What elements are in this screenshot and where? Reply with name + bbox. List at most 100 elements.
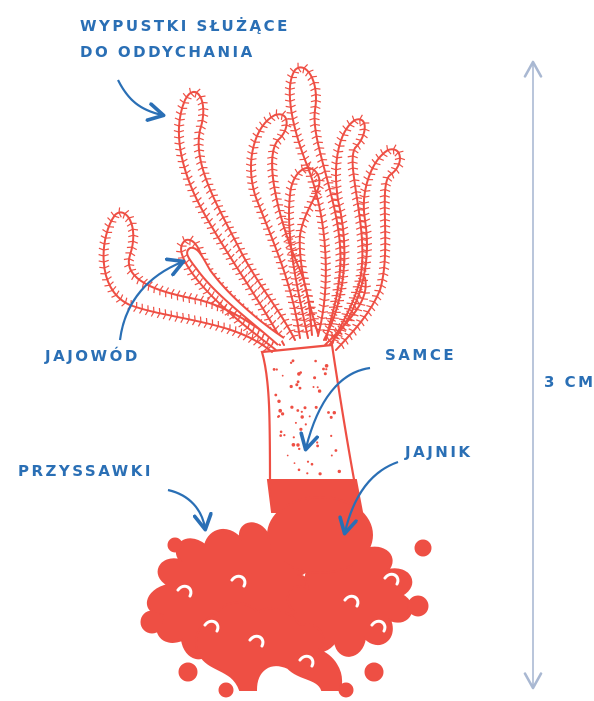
tentacle-hair — [255, 192, 259, 195]
tentacle-hair — [364, 177, 368, 180]
tentacle-hair — [307, 213, 311, 216]
tentacle-hair — [121, 295, 123, 300]
tentacle-hair — [236, 249, 240, 253]
tentacle-hair — [113, 286, 116, 290]
tentacle-hair — [262, 209, 266, 212]
male-dot — [298, 448, 300, 450]
tentacle-hair — [398, 151, 403, 152]
tentacle-hair — [165, 309, 166, 314]
tentacle-hair — [189, 264, 192, 268]
tentacle-hair — [229, 263, 234, 264]
tentacle-hair — [365, 268, 370, 269]
tentacle-hair — [257, 136, 262, 137]
tentacle-hair — [347, 120, 350, 125]
tentacle-hair — [376, 154, 379, 158]
tentacle-hair — [139, 276, 143, 279]
tentacle-hair — [344, 308, 349, 309]
tentacle-hair — [248, 264, 253, 265]
tentacle-hair — [352, 116, 354, 121]
tentacle-hair — [334, 283, 339, 284]
tentacle-hair — [361, 322, 364, 326]
tentacle-hair — [302, 213, 307, 214]
tentacle-hair — [190, 236, 193, 240]
tentacle-hair — [286, 245, 290, 248]
arrow-breathing — [118, 80, 162, 115]
tentacle-hair — [178, 106, 182, 109]
tentacle-hair — [278, 140, 281, 144]
tentacle-hair — [104, 243, 109, 244]
tentacle-hair — [383, 154, 388, 157]
tentacle-hair — [279, 254, 283, 257]
tentacle-hair — [188, 176, 192, 179]
male-dot — [307, 461, 309, 463]
tentacle-hair — [256, 127, 260, 131]
tentacle-hair — [290, 68, 294, 72]
tentacle-hair — [258, 286, 261, 290]
tentacle-hair — [357, 198, 362, 199]
tentacle-hair — [253, 133, 257, 136]
tentacle-hair — [122, 303, 126, 307]
tentacle-hair — [114, 216, 119, 218]
tentacle-hair — [287, 255, 292, 256]
tentacle-hair — [302, 165, 307, 166]
tentacle-hair — [204, 222, 209, 223]
tentacle-hair — [238, 334, 241, 338]
male-dot — [338, 470, 341, 473]
tentacle-hair — [191, 278, 196, 280]
tentacle-hair — [368, 312, 371, 316]
tentacle-hair — [312, 191, 317, 192]
tentacle-hair — [267, 121, 272, 123]
male-dot — [335, 449, 338, 452]
tentacle-hair — [195, 299, 196, 304]
label-breathing-line-1: WYPUSTKI SŁUŻĄCE — [80, 16, 290, 36]
tentacle-hair — [377, 296, 381, 300]
tentacle-hair — [178, 258, 183, 259]
tentacle-hair — [247, 279, 250, 283]
tentacle-hair — [381, 149, 383, 154]
male-dot — [316, 441, 318, 443]
tentacle-hair — [273, 139, 278, 141]
tentacle-hair — [287, 331, 291, 335]
tentacle-hair — [176, 155, 181, 156]
tentacle-hair — [356, 192, 361, 193]
tentacle-hair — [263, 305, 266, 309]
tentacle-hair — [214, 207, 218, 211]
tentacle-hair — [225, 228, 229, 232]
tentacle-hair — [287, 277, 291, 280]
tentacle-hair — [208, 287, 211, 292]
tentacle-hair — [247, 183, 252, 184]
tentacle-hair — [129, 265, 134, 266]
tentacle-hair — [369, 301, 374, 302]
tentacle-hair — [196, 274, 199, 278]
tentacle-hair — [105, 285, 110, 286]
tentacle-hair — [291, 189, 296, 190]
tentacle-hair — [280, 130, 285, 131]
tentacle-hair — [131, 253, 135, 256]
tentacle-hair — [317, 160, 322, 163]
tentacle-hair — [261, 284, 266, 286]
tentacle-hair — [245, 288, 250, 290]
tentacle-hair — [297, 134, 301, 137]
tentacle-hair — [353, 324, 358, 326]
tentacle-hair — [336, 217, 341, 218]
arrow-suckers — [168, 490, 205, 528]
tentacle-hair — [242, 254, 247, 255]
male-dot — [282, 375, 284, 377]
tentacle-hair — [250, 284, 253, 288]
tentacle-hair — [126, 298, 127, 303]
tentacle-hair — [274, 310, 277, 314]
tentacle-hair — [316, 154, 321, 157]
tentacle-hair — [269, 315, 273, 319]
tentacle-hair — [247, 331, 248, 336]
label-oviduct: JAJOWÓD — [45, 346, 140, 366]
male-dot — [315, 406, 318, 409]
tentacle-hair — [201, 296, 204, 300]
tentacle-hair — [210, 190, 215, 191]
tentacle-hair — [237, 264, 240, 268]
tentacle-hair — [180, 119, 185, 120]
tentacle-hair — [277, 248, 281, 251]
tentacle-hair — [267, 324, 272, 325]
male-dot — [314, 360, 317, 363]
tentacle-hair — [183, 313, 184, 318]
male-dot — [309, 415, 311, 417]
